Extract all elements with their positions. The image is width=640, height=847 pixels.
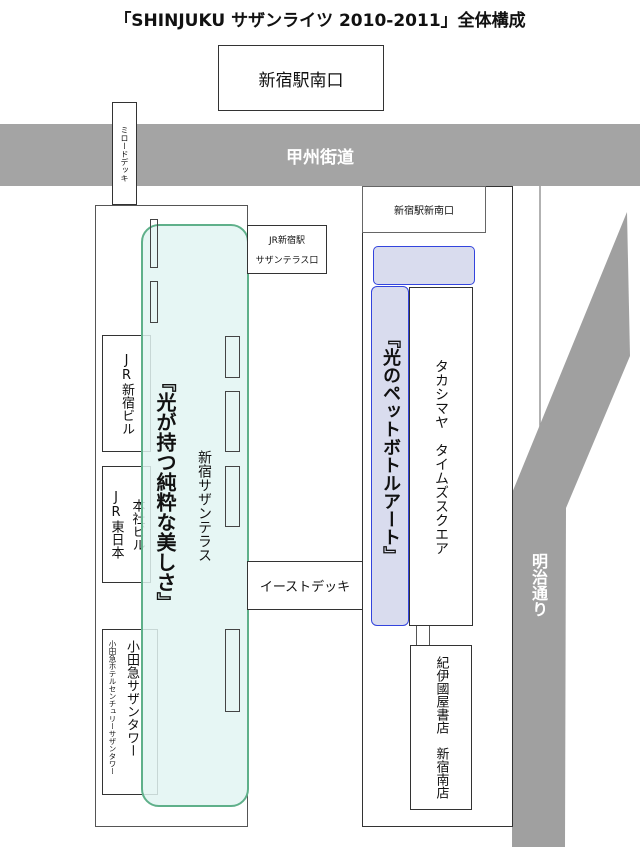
takashimaya-times-square: タカシマヤ タイムズスクエア bbox=[409, 287, 473, 626]
structure-slot bbox=[225, 466, 240, 527]
shinjuku-south-exit-label: 新宿駅南口 bbox=[258, 70, 344, 91]
takashimaya-label: タカシマヤ タイムズスクエア bbox=[433, 358, 449, 555]
mylord-deck: ミロードデッキ bbox=[112, 102, 137, 205]
east-deck: イーストデッキ bbox=[247, 561, 363, 610]
jr-station-label: JR新宿駅 bbox=[269, 236, 305, 246]
jr-southern-terrace-exit: JR新宿駅 サザンテラス口 bbox=[247, 225, 327, 274]
zone-pure-beauty-of-light bbox=[141, 224, 249, 807]
mylord-deck-label: ミロードデッキ bbox=[120, 125, 129, 182]
meiji-dori-shape bbox=[512, 212, 630, 847]
jr-east-hq-line2: 本社ビル bbox=[129, 498, 145, 551]
zone-pure-beauty-label: 『光が持つ純粋な美しさ』 bbox=[153, 372, 177, 612]
zone-pet-bottle-label: 『光のペットボトルアート』 bbox=[380, 330, 401, 564]
structure-slot bbox=[225, 391, 240, 452]
zone-pet-bottle-art bbox=[371, 286, 409, 626]
koshu-kaido-label: 甲州街道 bbox=[286, 147, 354, 168]
map-title: 「SHINJUKU サザンライツ 2010-2011」全体構成 bbox=[114, 11, 526, 31]
structure-slot bbox=[150, 219, 158, 268]
jr-shinjuku-building-label: JR新宿ビル bbox=[119, 352, 134, 435]
kinokuniya-south-store: 紀伊國屋書店 新宿南店 bbox=[410, 645, 472, 810]
structure-slot bbox=[150, 281, 158, 323]
east-deck-label: イーストデッキ bbox=[259, 580, 351, 595]
jr-east-hq-line1: JR東日本 bbox=[108, 490, 124, 559]
connector-bridge bbox=[416, 626, 430, 646]
new-south-exit-label: 新宿駅新南口 bbox=[394, 206, 454, 217]
odakyu-hotel-label: 小田急ホテルセンチュリーサザンタワー bbox=[108, 640, 117, 775]
shinjuku-south-exit: 新宿駅南口 bbox=[218, 45, 384, 111]
new-south-exit: 新宿駅新南口 bbox=[362, 186, 486, 233]
southern-terrace-label: 新宿サザンテラス bbox=[196, 450, 212, 562]
kinokuniya-label: 紀伊國屋書店 新宿南店 bbox=[433, 656, 449, 799]
odakyu-tower-label: 小田急サザンタワー bbox=[124, 640, 139, 757]
structure-slot bbox=[225, 336, 240, 378]
southern-terrace-exit-label: サザンテラス口 bbox=[255, 256, 319, 266]
structure-slot bbox=[225, 629, 240, 712]
zone-pet-bottle-top bbox=[373, 246, 475, 285]
koshu-kaido-road: 甲州街道 bbox=[0, 124, 640, 186]
meiji-dori-label: 明治通り bbox=[529, 553, 548, 617]
